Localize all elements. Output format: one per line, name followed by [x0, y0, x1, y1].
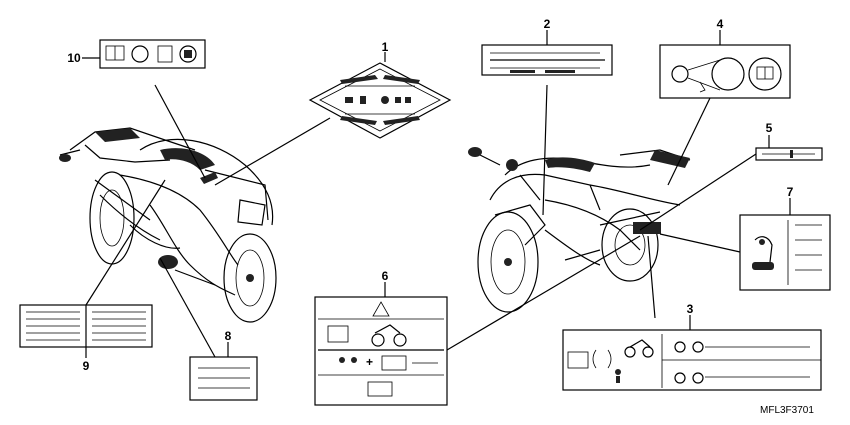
leader-lines: [82, 30, 791, 358]
callout-2: 2: [544, 17, 551, 31]
label-7: [739, 214, 831, 291]
motorcycle-left-view: [59, 127, 277, 323]
label-5: [755, 147, 823, 161]
callout-7: 7: [787, 185, 794, 199]
label-2-rect: [481, 44, 613, 76]
callout-9: 9: [83, 359, 90, 373]
motorcycle-right-view: [468, 147, 691, 313]
callout-3: 3: [687, 302, 694, 316]
callout-10: 10: [67, 51, 81, 65]
callout-6: 6: [382, 269, 389, 283]
label-6: +: [314, 296, 448, 406]
callout-8: 8: [225, 329, 232, 343]
label-3: [562, 329, 822, 391]
label-9: [19, 304, 153, 348]
diagram-code: MFL3F3701: [760, 405, 814, 416]
label-1-diamond: [308, 62, 452, 139]
svg-text:+: +: [366, 355, 373, 369]
callout-5: 5: [766, 121, 773, 135]
label-10: [99, 39, 206, 69]
label-8: [189, 356, 258, 401]
callout-1: 1: [382, 40, 389, 54]
callout-4: 4: [717, 17, 724, 31]
label-4: [659, 44, 791, 99]
